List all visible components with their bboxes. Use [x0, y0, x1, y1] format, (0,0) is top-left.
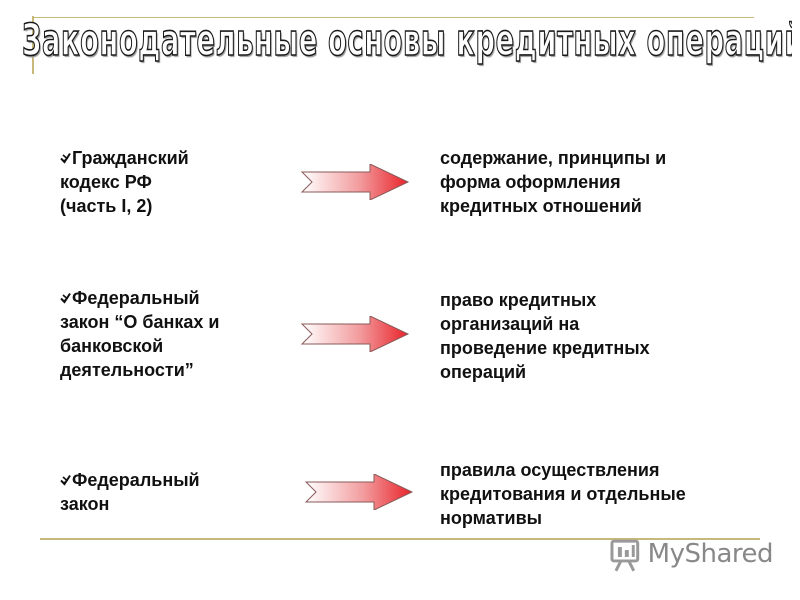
target-line: правила осуществления: [440, 460, 660, 480]
bottom-rule: [40, 538, 760, 540]
check-arrow-icon: [60, 474, 71, 486]
target-line: содержание, принципы и: [440, 148, 667, 168]
myshared-logo-icon: [610, 539, 640, 572]
source-line: закон: [60, 494, 110, 514]
title-top-line: [32, 17, 754, 18]
source-item-federal-law: Федеральный закон: [60, 468, 290, 516]
arrow-right-icon: [304, 474, 414, 510]
source-line: банковской: [60, 336, 164, 356]
source-line: Федеральный: [60, 286, 290, 310]
source-item-banking-law: Федеральный закон “О банках и банковской…: [60, 286, 290, 382]
target-line: право кредитных: [440, 290, 597, 310]
source-line: Гражданский: [60, 146, 290, 170]
page-title-text: Законодательные основы кредитных операци…: [22, 14, 792, 67]
arrow-right-icon: [300, 164, 410, 200]
target-line: кредитования и отдельные: [440, 484, 686, 504]
source-line: закон “О банках и: [60, 312, 220, 332]
target-line: организаций на: [440, 314, 580, 334]
target-line: проведение кредитных: [440, 338, 650, 358]
source-line: кодекс РФ: [60, 172, 152, 192]
target-item-contract-principles: содержание, принципы и форма оформления …: [440, 146, 780, 218]
source-line: (часть I, 2): [60, 196, 153, 216]
check-arrow-icon: [60, 292, 71, 304]
source-line: деятельности”: [60, 360, 194, 380]
check-arrow-icon: [60, 152, 71, 164]
target-item-lending-rules: правила осуществления кредитования и отд…: [440, 458, 780, 530]
target-line: форма оформления: [440, 172, 621, 192]
target-line: операций: [440, 362, 527, 382]
target-item-bank-rights: право кредитных организаций на проведени…: [440, 288, 780, 384]
page-title: Законодательные основы кредитных операци…: [22, 6, 792, 76]
source-line: Федеральный: [60, 468, 290, 492]
source-item-civil-code: Гражданский кодекс РФ (часть I, 2): [60, 146, 290, 218]
watermark-text: MyShared: [647, 539, 774, 569]
target-line: нормативы: [440, 508, 543, 528]
target-line: кредитных отношений: [440, 196, 642, 216]
myshared-watermark: MyShared: [608, 534, 774, 574]
title-vertical-line: [32, 16, 34, 74]
arrow-right-icon: [300, 316, 410, 352]
